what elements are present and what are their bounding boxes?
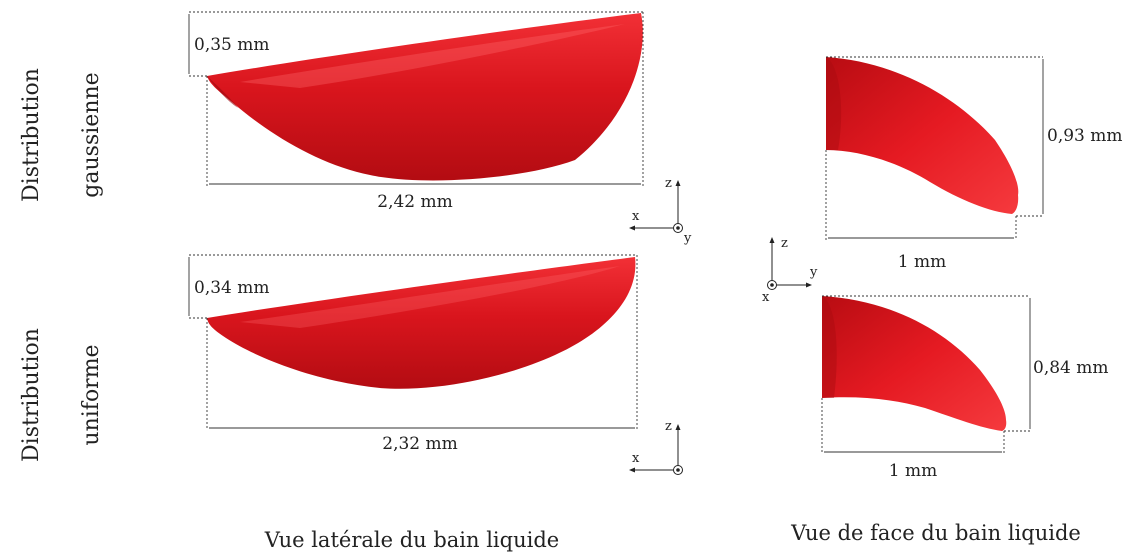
side-view-uniform: 0,34 mm 2,32 mm	[188, 254, 638, 454]
melt-pool-side-gaussian-highlight	[240, 24, 625, 88]
row-label-gaussian-line2: gaussienne	[79, 72, 104, 197]
axis-y-label-side-gaussian: y	[683, 231, 692, 246]
melt-pool-front-uniform	[822, 296, 1007, 431]
front-uniform-height-label: 0,84 mm	[1033, 358, 1109, 378]
row-label-uniform-line2: uniforme	[79, 344, 104, 445]
side-uniform-depth-label: 0,34 mm	[194, 278, 270, 298]
axis-triad-side-uniform	[629, 424, 683, 475]
row-label-gaussian-line1: Distribution	[19, 68, 44, 202]
caption-side-view: Vue latérale du bain liquide	[264, 528, 559, 552]
axis-z-label-side-gaussian: z	[665, 176, 672, 191]
axis-x-label-front: x	[762, 290, 770, 305]
dimension-lines-side-uniform	[188, 254, 638, 430]
melt-pool-front-gaussian	[826, 57, 1019, 214]
axis-z-label-front: z	[781, 236, 788, 251]
row-label-uniform: Distribution uniforme	[19, 328, 104, 462]
melt-pool-front-gaussian-shade	[826, 57, 842, 150]
melt-pool-side-gaussian	[207, 13, 643, 181]
axis-z-label-side-uniform: z	[665, 419, 672, 434]
melt-pool-side-uniform-highlight	[240, 266, 620, 328]
front-view-gaussian: 0,93 mm 1 mm	[825, 56, 1123, 272]
front-gaussian-width-label: 1 mm	[898, 252, 946, 272]
dimension-lines-front-uniform	[821, 295, 1031, 454]
dimension-lines-front-gaussian	[825, 56, 1044, 240]
axis-triad-front	[767, 237, 812, 290]
caption-front-view: Vue de face du bain liquide	[790, 521, 1081, 545]
dimension-lines-side-gaussian	[188, 11, 644, 186]
side-gaussian-depth-label: 0,35 mm	[194, 35, 270, 55]
side-uniform-length-label: 2,32 mm	[382, 434, 458, 454]
side-view-gaussian: 0,35 mm 2,42 mm	[188, 11, 644, 212]
row-label-uniform-line1: Distribution	[19, 328, 44, 462]
front-view-uniform: 0,84 mm 1 mm	[821, 295, 1109, 481]
melt-pool-front-uniform-shade	[822, 296, 837, 398]
melt-pool-side-uniform	[207, 257, 636, 389]
side-gaussian-length-label: 2,42 mm	[377, 192, 453, 212]
axis-triad-side-gaussian	[629, 180, 683, 233]
front-gaussian-height-label: 0,93 mm	[1047, 126, 1123, 146]
axis-x-label-side-uniform: x	[632, 451, 640, 466]
front-uniform-width-label: 1 mm	[889, 461, 937, 481]
row-label-gaussian: Distribution gaussienne	[19, 68, 104, 202]
melt-pool-side-gaussian-rim	[207, 76, 238, 108]
axis-x-label-side-gaussian: x	[632, 209, 640, 224]
axis-y-label-front: y	[809, 265, 818, 280]
